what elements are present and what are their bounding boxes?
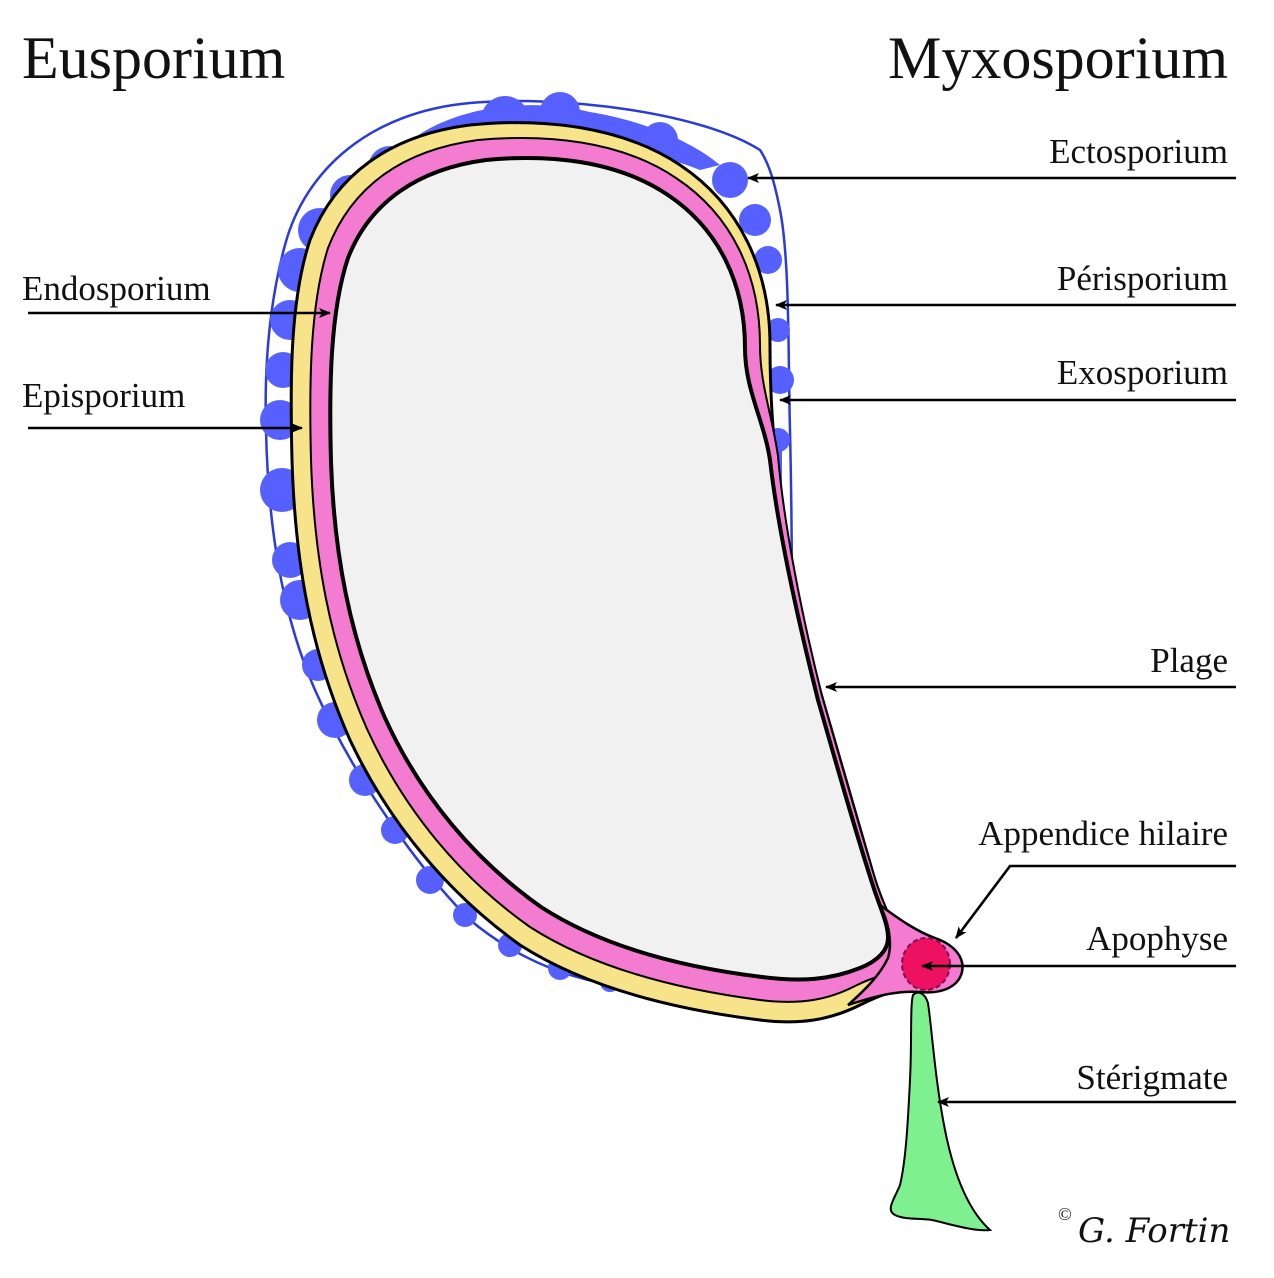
spore-cytoplasm [328, 155, 891, 982]
arrow-appendice-hilaire [954, 864, 1236, 939]
sterigma-shape [889, 991, 993, 1232]
label-appendice-hilaire: Appendice hilaire [978, 814, 1228, 853]
label-episporium: Episporium [22, 376, 185, 415]
label-perisporium: Périsporium [1057, 259, 1228, 298]
label-exosporium: Exosporium [1057, 353, 1228, 392]
copyright-symbol: © [1058, 1204, 1072, 1224]
author-signature: G. Fortin [1078, 1211, 1230, 1251]
label-plage: Plage [1150, 641, 1228, 680]
label-endosporium: Endosporium [22, 269, 211, 308]
label-ectosporium: Ectosporium [1049, 132, 1228, 171]
eusporium-title: Eusporium [22, 25, 285, 91]
hilar-appendix [901, 937, 951, 991]
label-apophyse: Apophyse [1086, 919, 1228, 958]
myxosporium-title: Myxosporium [888, 25, 1228, 91]
label-sterigmate: Stérigmate [1076, 1058, 1228, 1097]
